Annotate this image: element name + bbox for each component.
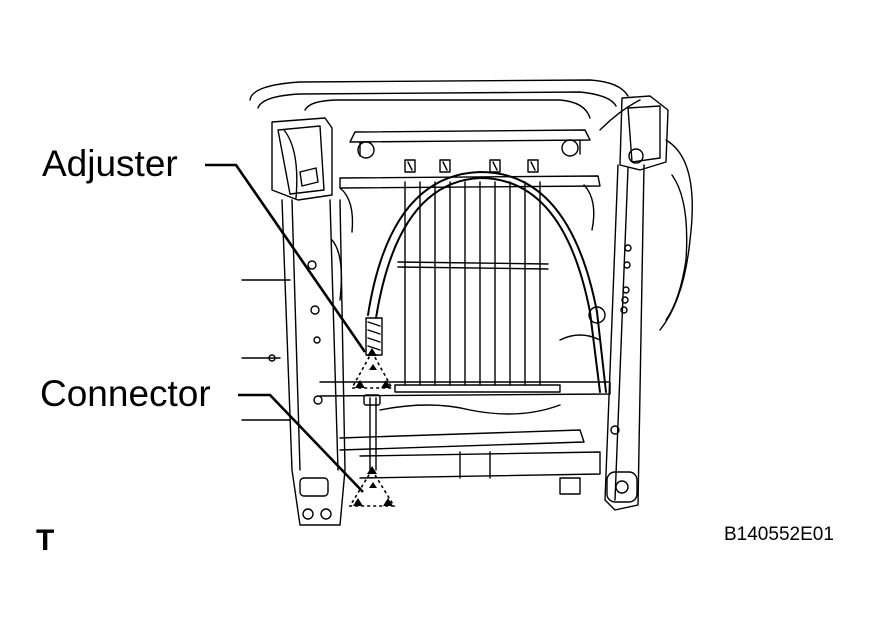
- adjuster-callout-label: Adjuster: [42, 143, 178, 184]
- triangle-marker-icon: [353, 498, 363, 506]
- connector-leader-line: [238, 393, 364, 493]
- triangle-marker-icon: [381, 380, 391, 388]
- adjuster-marker-ring: [350, 350, 394, 389]
- adjuster-leader-line: [205, 163, 367, 353]
- triangle-marker-icon: [369, 482, 377, 488]
- connector-callout-label: Connector: [40, 373, 211, 414]
- lower-frame: [241, 184, 611, 495]
- adjuster-cable: [365, 171, 607, 393]
- top-rail: [339, 129, 601, 189]
- triangle-marker-icon: [369, 364, 377, 370]
- lumbar-support: [394, 181, 561, 393]
- connector-rod: [363, 394, 381, 471]
- figure-id: B140552E01: [724, 524, 834, 545]
- right-side-frame: [604, 95, 669, 511]
- view-mark: T: [36, 524, 55, 557]
- triangle-marker-icon: [383, 498, 393, 506]
- triangle-marker-icon: [355, 380, 365, 388]
- left-side-frame: [271, 117, 346, 526]
- seat-outline: [249, 79, 693, 331]
